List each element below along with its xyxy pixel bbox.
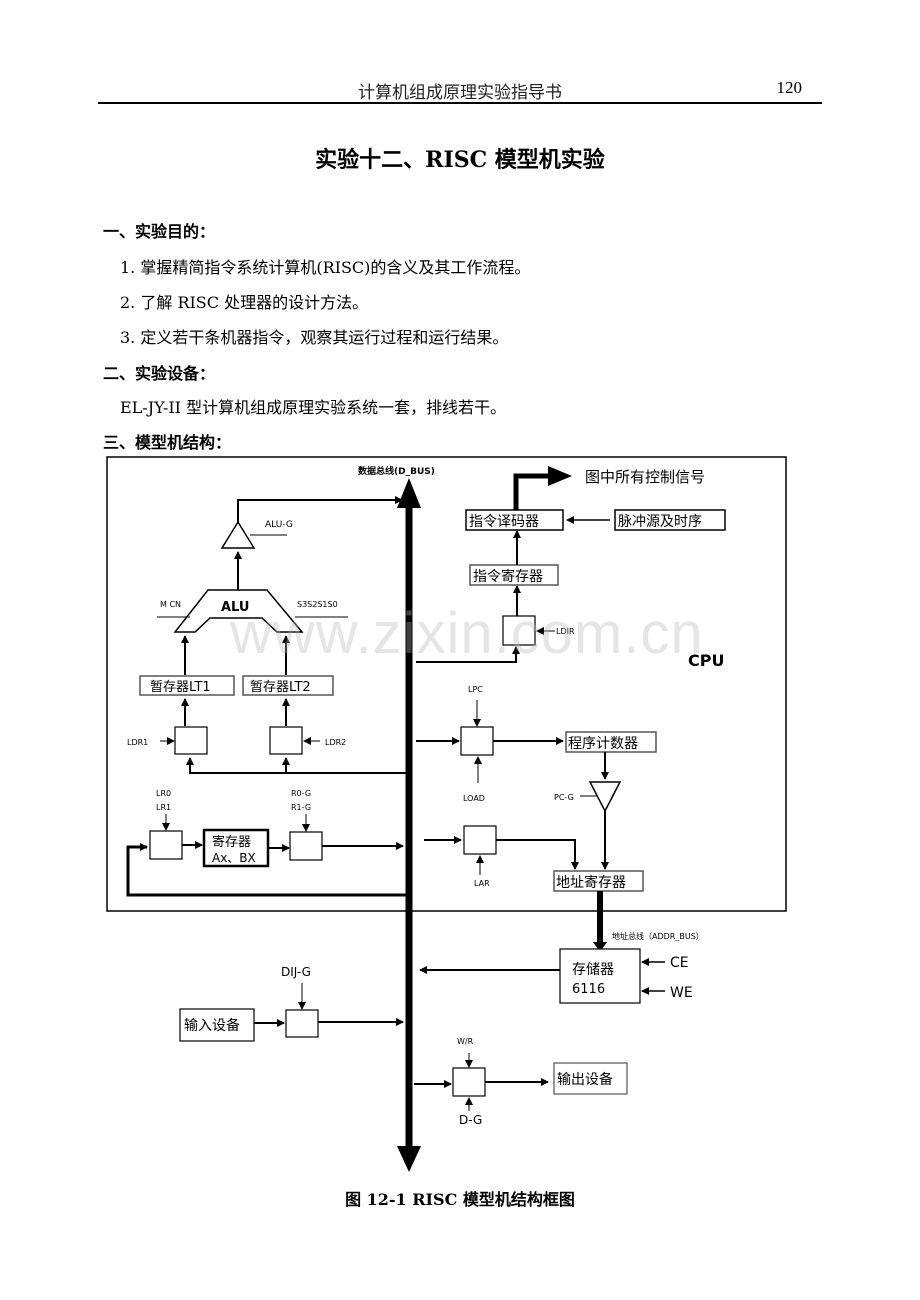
page-number: 120	[776, 78, 803, 97]
program-counter-label: 程序计数器	[568, 736, 638, 752]
figure-caption: 图 12-1 RISC 模型机结构框图	[345, 1190, 575, 1209]
r0g-label: R0-G	[291, 789, 311, 798]
clock-source-label: 脉冲源及时序	[618, 514, 702, 530]
address-register-label: 地址寄存器	[556, 874, 626, 891]
m-cn-label: M CN	[160, 600, 181, 609]
r1g-label: R1-G	[291, 803, 311, 812]
section-heading-purpose: 一、实验目的：	[103, 222, 216, 241]
cpu-label: CPU	[688, 651, 724, 670]
dg-label: D-G	[459, 1113, 482, 1127]
pc-g-buffer	[588, 781, 622, 813]
document-title: 实验十二、RISC 模型机实验	[315, 147, 605, 173]
input-device	[179, 1008, 255, 1042]
lar-label: LAR	[474, 879, 490, 888]
lpc-label: LPC	[468, 685, 483, 694]
ldr1-latch	[174, 726, 208, 755]
ar-input-latch	[463, 825, 497, 855]
register-ax-bx	[202, 828, 270, 868]
control-signals-label: 图中所有控制信号	[585, 468, 705, 486]
s-bits-label: S3S2S1S0	[297, 600, 338, 609]
ldr1-label: LDR1	[127, 738, 148, 747]
header-title: 计算机组成原理实验指导书	[358, 83, 562, 103]
pc-input-latch	[460, 726, 494, 756]
wr-label: W/R	[457, 1037, 474, 1046]
program-counter	[565, 731, 657, 753]
equipment-item: EL-JY-II 型计算机组成原理实验系统一套，排线若干。	[120, 398, 507, 417]
addr-bus-label: 地址总线（ADDR_BUS）	[612, 931, 704, 941]
data-bus-arrow-up	[397, 478, 421, 508]
page-header: 计算机组成原理实验指导书 120	[98, 78, 822, 104]
alu-g-label: ALU-G	[265, 520, 293, 530]
data-bus-arrow-down	[397, 1146, 421, 1172]
temp-register-lt1	[139, 675, 235, 696]
instruction-register	[469, 564, 559, 586]
memory-label-line2: 6116	[572, 982, 605, 997]
purpose-item: 1. 掌握精简指令系统计算机(RISC)的含义及其工作流程。	[120, 258, 531, 277]
control-signal-arrow	[548, 466, 572, 486]
input-gate	[285, 1009, 319, 1038]
lt2-label: 暂存器LT2	[250, 680, 311, 695]
purpose-item: 2. 了解 RISC 处理器的设计方法。	[120, 293, 369, 312]
alu-g-buffer	[220, 520, 256, 549]
ldr2-latch	[269, 726, 303, 755]
ldir-label: LDIR	[556, 627, 575, 636]
pcg-label: PC-G	[554, 793, 574, 802]
lr0-label: LR0	[156, 789, 171, 798]
data-bus-label: 数据总线(D_BUS)	[358, 465, 435, 477]
section-heading-structure: 三、模型机结构：	[103, 433, 232, 452]
ldir-latch	[502, 615, 536, 646]
register-output-gate	[289, 831, 323, 861]
register-input-latch	[149, 830, 183, 860]
dijg-label: DIJ-G	[281, 965, 311, 979]
temp-register-lt2	[242, 675, 334, 696]
purpose-item: 3. 定义若干条机器指令，观察其运行过程和运行结果。	[120, 328, 509, 347]
memory-6116	[559, 948, 641, 1004]
lt1-label: 暂存器LT1	[150, 680, 211, 695]
reg-label-line2: Ax、BX	[212, 851, 256, 865]
lr1-label: LR1	[156, 803, 171, 812]
ldr2-label: LDR2	[325, 738, 346, 747]
alu-label: ALU	[221, 600, 249, 615]
load-label: LOAD	[463, 794, 485, 803]
watermark: www.zixin.com.cn	[230, 601, 704, 666]
instruction-decoder-label: 指令译码器	[469, 514, 539, 530]
cpu-boundary	[106, 456, 787, 912]
clock-source	[614, 509, 726, 531]
section-heading-equipment: 二、实验设备：	[103, 364, 216, 383]
output-device-label: 输出设备	[557, 1071, 613, 1088]
input-device-label: 输入设备	[184, 1017, 240, 1034]
reg-label-line1: 寄存器	[212, 834, 251, 850]
we-label: WE	[670, 985, 693, 1001]
output-gate	[452, 1067, 486, 1097]
instruction-register-label: 指令寄存器	[473, 568, 543, 585]
output-device	[553, 1062, 628, 1095]
alu	[173, 589, 304, 633]
memory-label-line1: 存储器	[572, 962, 614, 978]
ce-label: CE	[670, 955, 689, 971]
